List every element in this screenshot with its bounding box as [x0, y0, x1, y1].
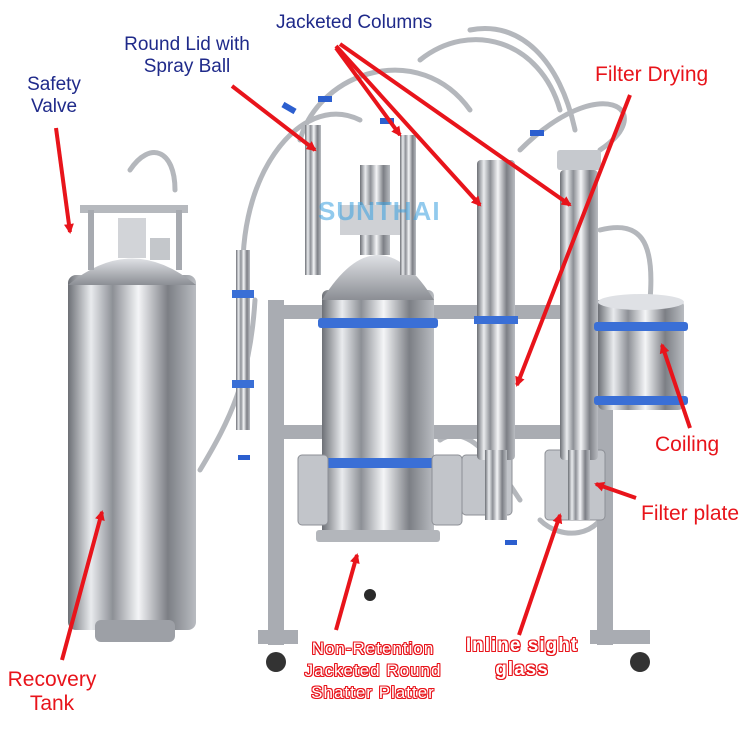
- label-filter-plate: Filter plate: [641, 502, 739, 526]
- label-safety-valve: Safety Valve: [14, 74, 94, 118]
- arrow-inline-sight: [517, 513, 563, 636]
- label-text: Jacketed Columns: [276, 12, 433, 33]
- label-line: Shatter Platter: [311, 683, 435, 703]
- arrow-jacketed-columns-2: [338, 42, 572, 207]
- label-round-lid: Round Lid with Spray Ball: [112, 34, 262, 78]
- label-line: Safety: [27, 74, 81, 95]
- arrow-filter-drying: [515, 94, 632, 387]
- main-vessel: [305, 125, 440, 542]
- valve-handles: [238, 96, 544, 545]
- arrow-jacketed-columns-3: [334, 46, 402, 137]
- label-text: Filter Drying: [595, 63, 709, 86]
- coiling-canister: [594, 294, 688, 410]
- label-line: Tank: [29, 692, 75, 716]
- arrow-jacketed-columns-1: [334, 44, 482, 207]
- label-line: glass: [495, 658, 549, 680]
- arrows: [54, 42, 692, 661]
- label-line: Inline sight: [465, 635, 579, 656]
- label-non-retention: Non-Retention Jacketed Round Shatter Pla…: [288, 638, 458, 704]
- jacketed-columns: [474, 150, 601, 520]
- label-line: Round Lid with: [124, 34, 250, 55]
- label-line: Recovery: [7, 668, 97, 691]
- sight-column: [232, 250, 254, 430]
- label-recovery-tank: Recovery Tank: [0, 668, 104, 716]
- label-line: Valve: [30, 95, 78, 117]
- arrow-recovery-tank: [60, 510, 105, 661]
- arrow-round-lid: [230, 84, 317, 152]
- arrow-coiling: [659, 343, 692, 429]
- recovery-tank: [68, 205, 196, 642]
- label-filter-drying: Filter Drying: [595, 63, 708, 87]
- label-text: Coiling: [655, 433, 720, 456]
- arrow-filter-plate: [594, 481, 637, 500]
- label-text: Filter plate: [641, 502, 740, 525]
- label-line: Jacketed Round: [304, 661, 442, 681]
- label-line: Spray Ball: [143, 55, 231, 77]
- arrow-non-retention: [334, 553, 360, 631]
- arrow-safety-valve: [54, 127, 74, 234]
- label-inline-sight: Inline sight glass: [460, 634, 584, 682]
- label-line: Non-Retention: [311, 639, 435, 658]
- label-jacketed-columns: Jacketed Columns: [276, 12, 432, 34]
- brand-watermark: SUNTHAI: [318, 196, 441, 226]
- casters: [364, 589, 376, 601]
- label-coiling: Coiling: [655, 433, 719, 457]
